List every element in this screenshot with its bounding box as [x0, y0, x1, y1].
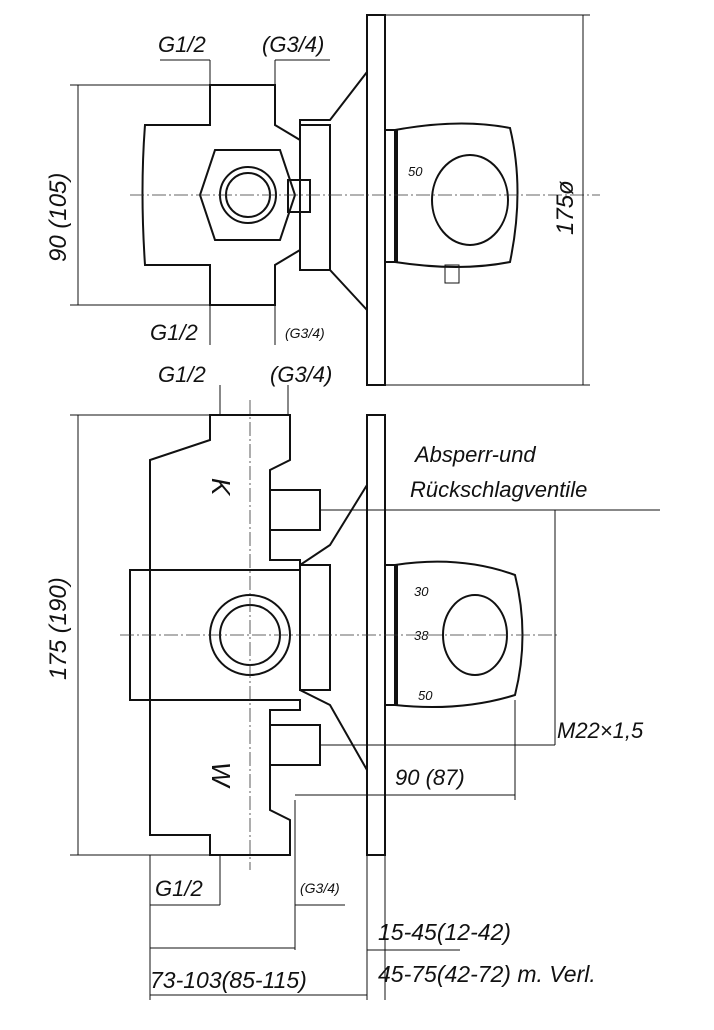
top-view: 50 90 (105) 175ø G1/2 (G3/4) G1/2 (G3/4) [45, 14, 600, 386]
depth-dim-label: 90 (87) [395, 765, 465, 790]
plate-diameter-label: 175ø [552, 180, 579, 235]
height-dim-label: 175 (190) [45, 577, 72, 680]
check-valve-cold [269, 489, 321, 531]
cold-mark: K [206, 478, 236, 497]
knob-scale-38: 38 [414, 628, 429, 643]
check-valve-warm [269, 724, 321, 766]
front-view: 30 38 50 K W Absperr-und Rückschlagventi… [45, 362, 660, 1000]
wall-dim-label: 15-45(12-42) [378, 919, 511, 945]
wall-plate [366, 14, 386, 386]
valve-body [141, 84, 301, 306]
outlet-bottom-right-label: (G3/4) [300, 880, 340, 896]
height-dim-label: 90 (105) [45, 173, 72, 262]
thermostat-knob [394, 122, 519, 268]
cover-cone [299, 484, 368, 771]
knob-scale-30: 30 [414, 584, 429, 599]
outlet-bottom-right-label: (G3/4) [285, 325, 325, 341]
inlet-top-right-label: (G3/4) [270, 362, 332, 387]
inlet-top-left-label: G1/2 [158, 32, 206, 57]
warm-mark: W [206, 762, 236, 789]
knob-scale-50: 50 [418, 688, 433, 703]
inlet-top-left-label: G1/2 [158, 362, 206, 387]
inlet-top-right-label: (G3/4) [262, 32, 324, 57]
outlet-bottom-left-label: G1/2 [150, 320, 198, 345]
install-depth-label: 73-103(85-115) [150, 967, 307, 993]
valves-label-line2: Rückschlagventile [410, 477, 587, 502]
knob-scale-label: 50 [408, 164, 423, 179]
thread-dim-label: M22×1,5 [557, 718, 644, 743]
wall-dim-ext-label: 45-75(42-72) m. Verl. [378, 961, 596, 987]
thermostat-knob [394, 560, 524, 708]
outlet-bottom-left-label: G1/2 [155, 876, 203, 901]
valves-label-line1: Absperr-und [413, 442, 536, 467]
